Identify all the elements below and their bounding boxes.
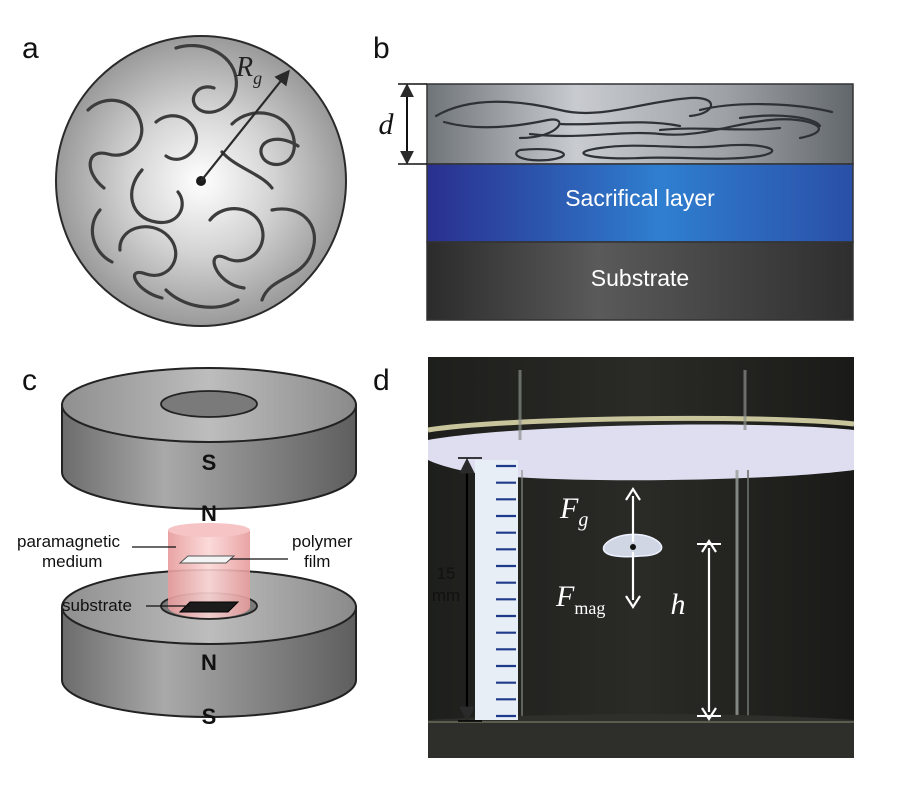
- substrate-layer-label: Substrate: [591, 265, 689, 291]
- ruler: [475, 460, 518, 720]
- panel-c-letter: c: [22, 364, 37, 397]
- substrate-piece: [178, 601, 240, 613]
- panel-d-letter: d: [373, 364, 390, 397]
- film-center-dot: [630, 544, 636, 550]
- panel-b: b Sacrifical layer Substrate d: [373, 32, 854, 321]
- height-label: h: [671, 588, 686, 621]
- bottom-magnet-pole-n: N: [201, 650, 217, 675]
- medium-top-surface: [168, 523, 250, 537]
- polymer-thin-film: [426, 83, 854, 165]
- paramagnetic-medium-column: [168, 530, 250, 618]
- thickness-label: d: [379, 108, 395, 141]
- magnet-rim-glow: [427, 415, 855, 433]
- top-magnet-pole-n: N: [201, 501, 217, 526]
- bottom-magnet-pole-s: S: [202, 704, 217, 729]
- panel-b-letter: b: [373, 32, 390, 65]
- top-magnet-pole-s: S: [202, 450, 217, 475]
- cuvette-base: [428, 714, 854, 758]
- magnet-face-highlight: [428, 424, 854, 481]
- medium-label-line1: paramagnetic: [17, 532, 121, 551]
- panel-a-letter: a: [22, 32, 39, 65]
- film-label-line1: polymer: [292, 532, 353, 551]
- panel-a: a Rg: [22, 32, 347, 327]
- top-magnet-hole: [160, 390, 258, 418]
- polymer-film-piece: [178, 555, 236, 564]
- sacrificial-layer: [426, 163, 854, 243]
- substrate-layer: [426, 241, 854, 321]
- ruler-ticks: [496, 464, 516, 718]
- gravity-force-label: Fg: [559, 492, 588, 531]
- polymer-chain-strands: [86, 43, 316, 309]
- radius-of-gyration-label: Rg: [235, 52, 262, 88]
- film-label-line2: film: [304, 552, 330, 571]
- radius-of-gyration-arrow: [200, 69, 290, 182]
- sacrificial-layer-label: Sacrifical layer: [565, 185, 715, 211]
- film-polymer-chains: [434, 96, 834, 162]
- scale-unit: mm: [432, 586, 460, 605]
- top-ring-magnet: S: [61, 367, 357, 510]
- medium-label-line2: medium: [42, 552, 102, 571]
- panel-d: d 15 mm Fg Fmag: [373, 357, 855, 758]
- panel-c: c S N N S paramagnetic medium polymer fi: [17, 364, 357, 729]
- magnetic-force-label: Fmag: [555, 580, 605, 618]
- scale-value: 15: [437, 564, 456, 583]
- substrate-label-c: substrate: [62, 596, 132, 615]
